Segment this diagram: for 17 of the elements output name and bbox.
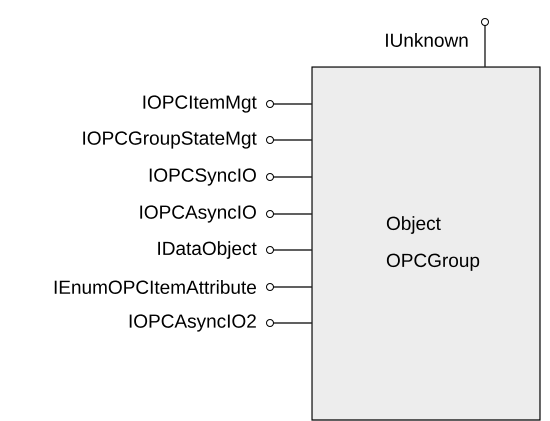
interface-lollipop <box>266 210 312 218</box>
interface-lollipop <box>266 246 312 254</box>
interface-lollipop <box>266 283 312 291</box>
interface-lollipop <box>266 136 312 144</box>
interface-label: IUnknown <box>386 33 468 47</box>
interface-lollipop <box>266 173 312 181</box>
interface-lollipop <box>481 18 489 66</box>
object-box: Object OPCGroup <box>311 66 541 421</box>
interface-label: IOPCGroupStateMgt <box>83 131 257 149</box>
interface-label: IOPCAsyncIO2 <box>130 314 256 332</box>
interface-label: IDataObject <box>158 241 257 259</box>
interface-label: IOPCSyncIO <box>150 168 256 186</box>
interface-label: IOPCAsyncIO <box>140 205 256 223</box>
interface-label: IEnumOPCItemAttribute <box>54 280 256 294</box>
interface-label: IOPCItemMgt <box>143 95 257 113</box>
interface-lollipop <box>266 100 312 108</box>
interface-lollipop <box>266 319 312 327</box>
